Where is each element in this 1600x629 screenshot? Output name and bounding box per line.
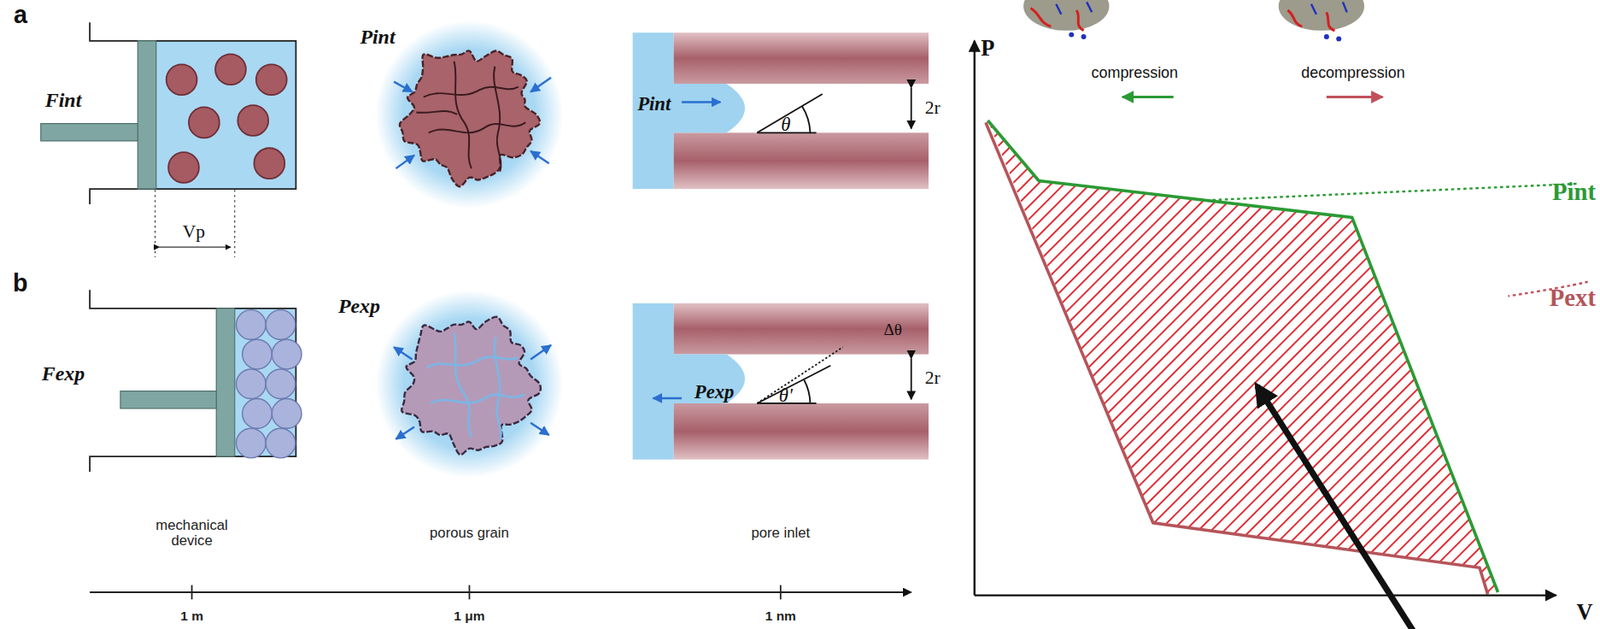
extrusion-pressure-label: Pext (1549, 284, 1596, 312)
porous-grain-b (375, 289, 564, 478)
scale-value: 1 μm (453, 609, 485, 624)
scale-label: porous grain (423, 524, 516, 540)
volume-dimension-label: Vp (182, 222, 206, 244)
contact-angle: θ (780, 113, 791, 135)
piston-cylinder-b (89, 289, 302, 472)
radius-dimension: 2r (925, 368, 941, 389)
pv-chart (974, 41, 1589, 629)
pressure-label: Pint (637, 93, 671, 115)
force-label: Fint (45, 88, 83, 112)
angle-shift: Δθ (883, 319, 902, 338)
pore-inlet-a (632, 32, 929, 189)
pore-inlet-b (632, 303, 929, 460)
porous-grain-a (375, 20, 564, 209)
scale-label: pore inlet (734, 524, 827, 540)
scale-value: 1 nm (765, 609, 797, 624)
pressure-label: Pexp (694, 380, 735, 403)
force-label: Fexp (41, 362, 85, 385)
intrusion-pressure-label: Pint (1552, 178, 1596, 206)
axis-label: V (1576, 599, 1594, 625)
length-scale-axis (89, 585, 912, 600)
molecule-snapshots (1023, 0, 1365, 42)
panel-letter: b (12, 269, 29, 298)
decompression-curve (985, 122, 1489, 594)
pressure-label: Pexp (338, 294, 381, 317)
pressure-label: Pint (359, 25, 395, 48)
panel-letter: a (13, 1, 28, 30)
scale-value: 1 m (180, 609, 204, 624)
contact-angle: θ' (779, 385, 793, 407)
volume-dimension (155, 189, 235, 258)
scale-label: mechanical device (146, 516, 239, 549)
process-label: compression (1091, 64, 1179, 83)
radius-dimension: 2r (925, 98, 941, 119)
piston-cylinder-a (41, 22, 297, 205)
process-label: decompression (1301, 64, 1405, 83)
axis-label: P (980, 36, 995, 62)
